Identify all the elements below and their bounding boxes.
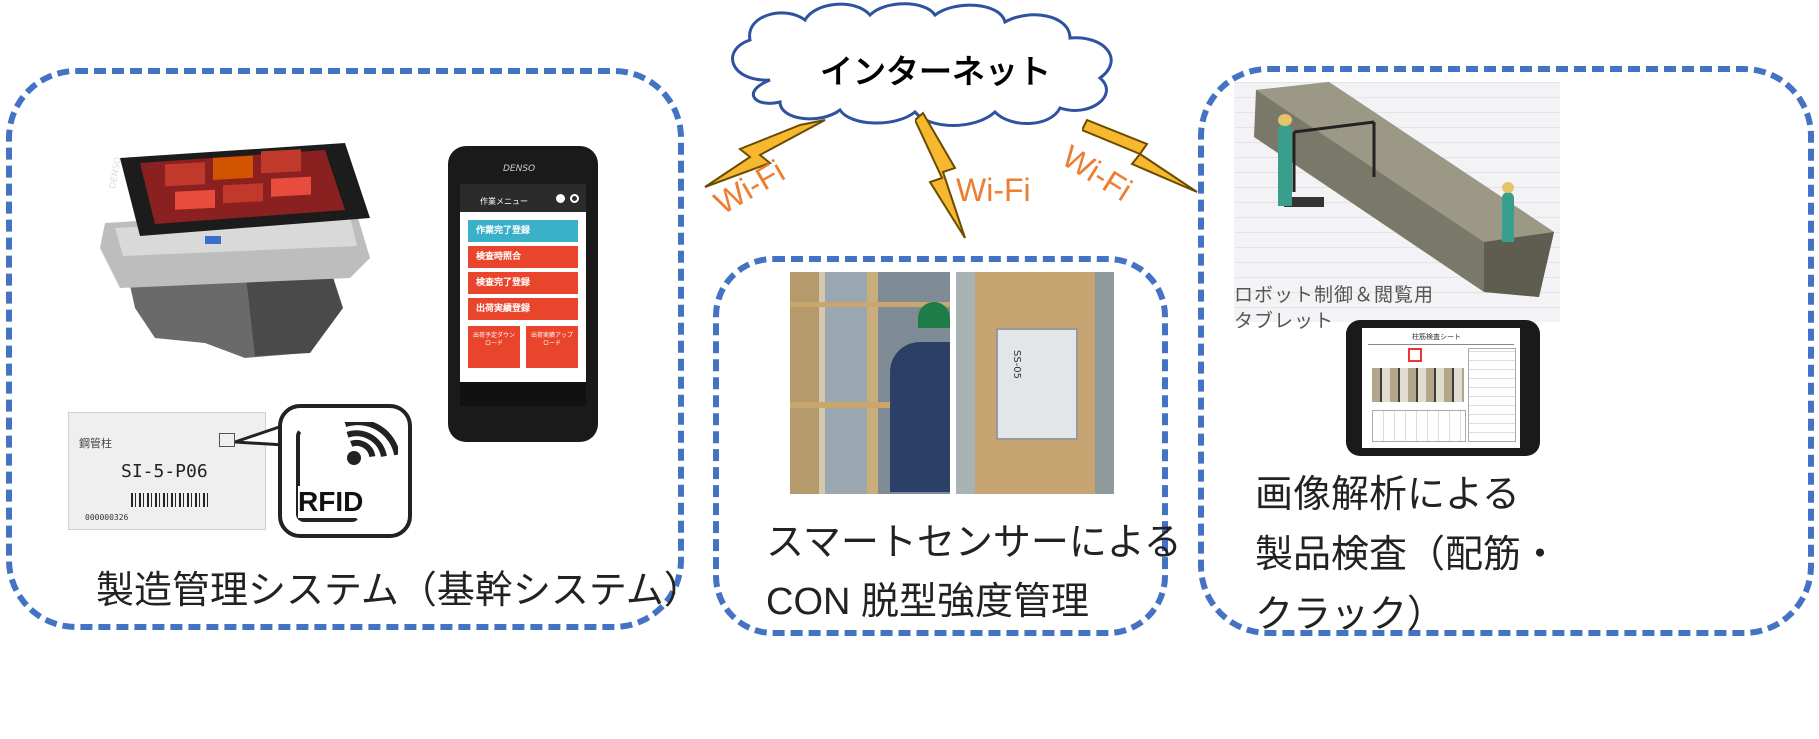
phone-user-icon bbox=[556, 194, 565, 203]
left-panel-border bbox=[6, 68, 684, 630]
tag-barcode bbox=[131, 493, 211, 507]
right-caption-line3: クラック） bbox=[1255, 592, 1446, 636]
worker-figure-2 bbox=[1502, 192, 1514, 242]
sensor-plate: SS-05 bbox=[996, 328, 1078, 440]
sensor-plate-label: SS-05 bbox=[1011, 350, 1022, 380]
robot-3d-render bbox=[1234, 82, 1560, 322]
phone-download-label: 出荷予定ダウンロード bbox=[472, 332, 515, 348]
concrete-beam bbox=[1254, 82, 1554, 297]
phone-brand: DENSO bbox=[503, 164, 536, 174]
tablet-marker-red bbox=[1408, 348, 1422, 362]
phone-menu-title: 作業メニュー bbox=[480, 197, 528, 206]
tag-code: SI-5-P06 bbox=[121, 461, 208, 482]
tag-serial: 000000326 bbox=[85, 513, 129, 522]
handheld-rfid-reader bbox=[100, 143, 370, 358]
worker-figure bbox=[890, 342, 950, 492]
middle-caption-line1: スマートセンサーによる bbox=[766, 520, 1182, 564]
wifi-lightning-left bbox=[704, 119, 826, 188]
left-panel-caption: 製造管理システム（基幹システム） bbox=[96, 568, 702, 612]
phone-button-work-complete[interactable]: 作業完了登録 bbox=[468, 220, 578, 242]
right-caption-line2: 製品検査（配筋・ bbox=[1255, 532, 1560, 576]
rfid-card-outline bbox=[296, 428, 360, 522]
phone-button-upload[interactable]: 出荷実績アップロード bbox=[526, 326, 578, 368]
phone-menu-bar bbox=[460, 184, 586, 212]
cloud-icon bbox=[731, 2, 1113, 127]
worker-figure-1 bbox=[1278, 124, 1292, 206]
tag-header: 鋼管柱 bbox=[79, 437, 112, 450]
tablet-caption-line2: タブレット bbox=[1234, 310, 1335, 332]
tablet-rebar-image bbox=[1372, 368, 1464, 402]
tag-rfid-mark bbox=[219, 433, 235, 447]
worker-head-1 bbox=[1278, 114, 1292, 126]
rfid-callout-box: RFID bbox=[278, 404, 412, 538]
worker-sensor-photo bbox=[790, 272, 950, 494]
worker-head-2 bbox=[1502, 182, 1514, 193]
right-panel-border bbox=[1198, 66, 1814, 636]
smartphone: DENSO 作業メニュー 作業完了登録 検査時照合 検査完了登録 出荷実績登録 … bbox=[448, 146, 598, 442]
phone-screen: 作業メニュー 作業完了登録 検査時照合 検査完了登録 出荷実績登録 出荷予定ダウ… bbox=[460, 184, 586, 406]
tablet-caption-line1: ロボット制御＆閲覧用 bbox=[1234, 284, 1435, 306]
rfid-tag-photo: 鋼管柱 SI-5-P06 000000326 bbox=[68, 412, 266, 530]
sensor-plate-photo: SS-05 bbox=[956, 272, 1114, 494]
phone-button-inspection-complete[interactable]: 検査完了登録 bbox=[468, 272, 578, 294]
wifi-lightning-right bbox=[1082, 118, 1198, 193]
phone-button-shipment-record[interactable]: 出荷実績登録 bbox=[468, 298, 578, 320]
phone-nav-bar bbox=[460, 382, 586, 406]
tablet: 柱筋検査シート bbox=[1346, 320, 1540, 456]
worker-helmet bbox=[918, 302, 950, 328]
cloud-label: インターネット bbox=[820, 52, 1051, 91]
right-caption-line1: 画像解析による bbox=[1255, 472, 1520, 516]
phone-button-inspection-check[interactable]: 検査時照合 bbox=[468, 246, 578, 268]
phone-upload-label: 出荷実績アップロード bbox=[530, 332, 573, 348]
wifi-lightning-center bbox=[915, 111, 966, 239]
middle-caption-line2: CON 脱型強度管理 bbox=[766, 581, 1090, 623]
phone-button-download[interactable]: 出荷予定ダウンロード bbox=[468, 326, 520, 368]
wifi-label-center: Wi-Fi bbox=[956, 172, 1031, 208]
rfid-label: RFID bbox=[298, 486, 364, 518]
middle-panel-border bbox=[713, 256, 1168, 636]
tablet-screen: 柱筋検査シート bbox=[1362, 328, 1520, 448]
phone-gear-icon bbox=[570, 194, 579, 203]
tablet-sheet-title: 柱筋検査シート bbox=[1412, 333, 1461, 341]
